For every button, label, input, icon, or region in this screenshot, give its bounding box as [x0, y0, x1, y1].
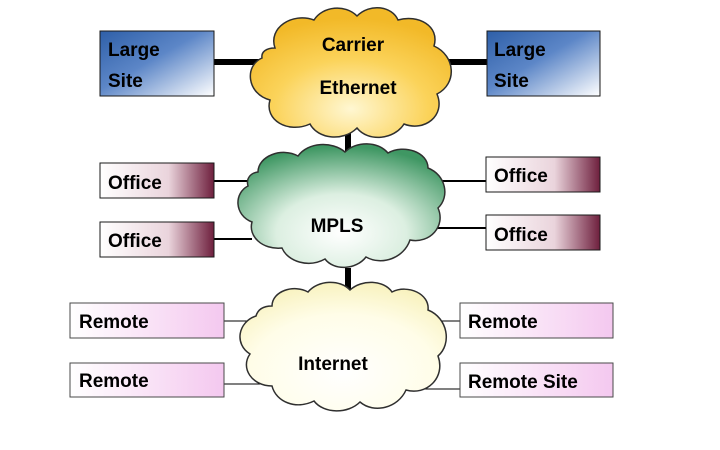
large-site-label-line1: Large [494, 40, 546, 61]
carrier-cloud-title: Carrier [322, 35, 385, 56]
large-site-label-line2: Site [494, 71, 529, 92]
remote-box: Remote Site [459, 362, 614, 398]
office-box: Office [99, 162, 215, 199]
large-site-label-line2: Site [108, 71, 143, 92]
office-box: Office [485, 214, 601, 251]
office-box: Office [99, 221, 215, 258]
remote-label: Remote [79, 312, 149, 333]
large-site-box: Large Site [99, 30, 215, 97]
office-label: Office [494, 166, 548, 187]
carrier-ethernet-cloud: Carrier Ethernet [249, 7, 452, 138]
large-site-label-line1: Large [108, 40, 160, 61]
large-site-box: Large Site [486, 30, 601, 97]
remote-box: Remote [69, 362, 225, 398]
office-box: Office [485, 156, 601, 193]
office-label: Office [108, 173, 162, 194]
remote-label: Remote [468, 312, 538, 333]
carrier-cloud-subtitle: Ethernet [319, 78, 397, 99]
office-label: Office [494, 225, 548, 246]
office-label: Office [108, 231, 162, 252]
remote-label: Remote [79, 371, 149, 392]
internet-cloud: Internet [239, 281, 447, 412]
internet-cloud-label: Internet [298, 354, 368, 375]
mpls-cloud-label: MPLS [311, 216, 364, 237]
remote-label: Remote Site [468, 372, 578, 393]
remote-box: Remote [69, 302, 225, 339]
mpls-cloud: MPLS [237, 143, 446, 269]
remote-box: Remote [459, 302, 614, 339]
